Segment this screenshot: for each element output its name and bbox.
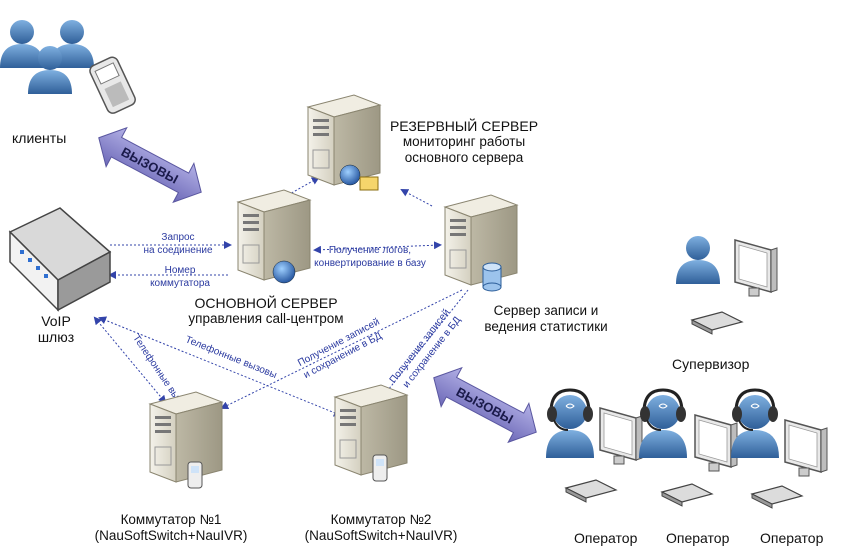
clients-group	[0, 20, 136, 114]
main-server-label: ОСНОВНОЙ СЕРВЕР управления call-центром	[166, 295, 366, 327]
switch2-line1: Коммутатор №2	[330, 512, 432, 527]
logs-label: Получение логов,	[329, 245, 411, 256]
globe-icon	[272, 260, 296, 284]
voip-label-line2: шлюз	[37, 329, 75, 346]
link-main-backup	[287, 177, 320, 196]
backup-server-icon	[307, 94, 381, 191]
globe-icon	[339, 164, 361, 186]
backup-server-title: РЕЗЕРВНЫЙ СЕРВЕР	[389, 118, 539, 134]
record-server-icon	[444, 194, 518, 292]
switch-number-label-2: коммутатора	[150, 278, 210, 289]
cell-phone-icon	[89, 56, 136, 114]
operator-label: Оператор	[666, 530, 730, 546]
record-server-line2: ведения статистики	[484, 318, 608, 334]
voip-label: VoIP шлюз	[36, 313, 76, 345]
voip-gateway-icon	[8, 207, 112, 312]
switch2-label: Коммутатор №2 (NauSoftSwitch+NauIVR)	[286, 512, 476, 543]
request-label: Запрос	[161, 232, 194, 243]
mobile-phone-icon	[187, 461, 203, 489]
calls-arrow-left: ВЫЗОВЫ	[98, 126, 202, 204]
backup-server-subtitle-2: основного сервера	[404, 149, 524, 165]
main-server-icon	[237, 189, 311, 284]
backup-server-label: РЕЗЕРВНЫЙ СЕРВЕР мониторинг работы основ…	[380, 118, 548, 165]
record-server-label: Сервер записи и ведения статистики	[466, 303, 626, 334]
main-server-subtitle: управления call-центром	[188, 311, 344, 327]
operator-person-icon	[544, 388, 596, 460]
link-voip-switch2	[98, 316, 342, 417]
clients-label: клиенты	[12, 130, 67, 146]
links	[93, 177, 469, 417]
calls-arrow-right: ВЫЗОВЫ	[433, 366, 537, 444]
link-record-switch1	[220, 289, 463, 409]
switch1-server-icon	[149, 391, 223, 489]
switch-number-label: Номер	[165, 265, 196, 276]
switch1-line1: Коммутатор №1	[120, 512, 222, 527]
database-icon	[482, 262, 502, 292]
supervisor-group	[676, 236, 778, 335]
operator-person-icon	[729, 388, 781, 460]
supervisor-label: Супервизор	[672, 356, 750, 372]
monitor-icon	[734, 239, 778, 297]
folder-icon	[359, 176, 379, 191]
request-label-2: на соединение	[143, 245, 212, 256]
client-person-icon	[0, 20, 44, 68]
keyboard-icon	[661, 483, 713, 507]
link-record-backup	[400, 189, 433, 207]
record-server-line1: Сервер записи и	[493, 303, 599, 318]
logs-label-2: конвертирование в базу	[314, 257, 426, 269]
switch2-line2: (NauSoftSwitch+NauIVR)	[304, 527, 458, 543]
monitor-icon	[784, 419, 828, 477]
link-main-record	[313, 241, 442, 254]
main-server-title: ОСНОВНОЙ СЕРВЕР	[194, 295, 338, 311]
backup-server-subtitle-1: мониторинг работы	[402, 134, 526, 150]
supervisor-person-icon	[676, 236, 720, 284]
keyboard-icon	[565, 479, 617, 503]
switch1-line2: (NauSoftSwitch+NauIVR)	[94, 527, 248, 543]
voip-label-line1: VoIP	[41, 313, 71, 329]
operator-label: Оператор	[574, 530, 638, 546]
switch2-server-icon	[334, 384, 408, 482]
monitor-icon	[599, 407, 643, 465]
operator-label: Оператор	[760, 530, 824, 546]
keyboard-icon	[691, 311, 743, 335]
monitor-icon	[694, 414, 738, 472]
mobile-phone-icon	[372, 454, 388, 482]
operator-person-icon	[637, 388, 689, 460]
link-record-switch2	[378, 289, 469, 402]
keyboard-icon	[751, 485, 803, 509]
operators-group	[544, 388, 828, 509]
switch1-label: Коммутатор №1 (NauSoftSwitch+NauIVR)	[76, 512, 266, 543]
